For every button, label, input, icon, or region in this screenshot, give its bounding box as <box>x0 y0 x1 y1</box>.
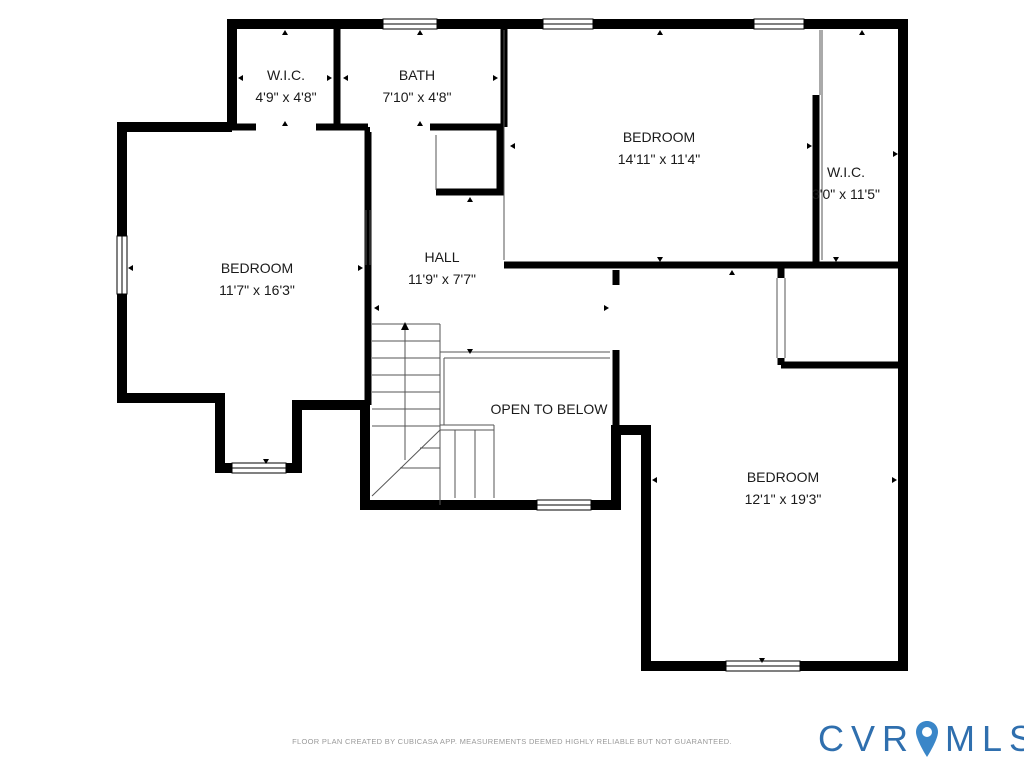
room-label-bedroom-left: BEDROOM 11'7" x 16'3" <box>219 257 295 301</box>
room-name: HALL <box>424 249 460 265</box>
room-name: BATH <box>398 67 436 83</box>
room-name: BEDROOM <box>220 260 294 276</box>
room-name: BEDROOM <box>622 129 696 145</box>
room-name: W.I.C. <box>826 164 866 180</box>
room-label-wic-left: W.I.C. 4'9" x 4'8" <box>255 64 316 108</box>
logo-text-right: MLS <box>945 718 1024 759</box>
room-dimensions: 4'9" x 4'8" <box>255 89 317 105</box>
room-label-bedroom-bottom-right: BEDROOM 12'1" x 19'3" <box>745 466 822 510</box>
windows <box>116 18 805 672</box>
room-label-wic-right: W.I.C. 3'0" x 11'5" <box>812 161 880 205</box>
cvrmls-logo: CVR MLS <box>818 716 1024 762</box>
room-label-open-to-below: OPEN TO BELOW <box>488 398 610 420</box>
exterior-walls <box>117 19 908 671</box>
dimension-arrows <box>128 30 898 663</box>
room-dimensions: 3'0" x 11'5" <box>812 186 880 202</box>
room-label-bedroom-top-right: BEDROOM 14'11" x 11'4" <box>618 126 701 170</box>
room-dimensions: 7'10" x 4'8" <box>382 89 452 105</box>
stairs <box>371 323 495 498</box>
room-dimensions: 14'11" x 11'4" <box>617 151 701 167</box>
room-dimensions: 11'9" x 7'7" <box>408 271 476 287</box>
room-dimensions: 12'1" x 19'3" <box>744 491 822 507</box>
room-name: BEDROOM <box>746 469 820 485</box>
room-name: W.I.C. <box>266 67 306 83</box>
room-name: OPEN TO BELOW <box>490 401 608 417</box>
map-pin-icon <box>916 721 939 757</box>
room-label-bath: BATH 7'10" x 4'8" <box>383 64 452 108</box>
openings <box>256 122 621 350</box>
room-label-hall: HALL 11'9" x 7'7" <box>408 246 476 290</box>
logo-text-left: CVR <box>818 718 916 759</box>
disclaimer-text: FLOOR PLAN CREATED BY CUBICASA APP. MEAS… <box>292 737 732 746</box>
room-dimensions: 11'7" x 16'3" <box>219 282 295 298</box>
interior-walls <box>232 24 903 430</box>
